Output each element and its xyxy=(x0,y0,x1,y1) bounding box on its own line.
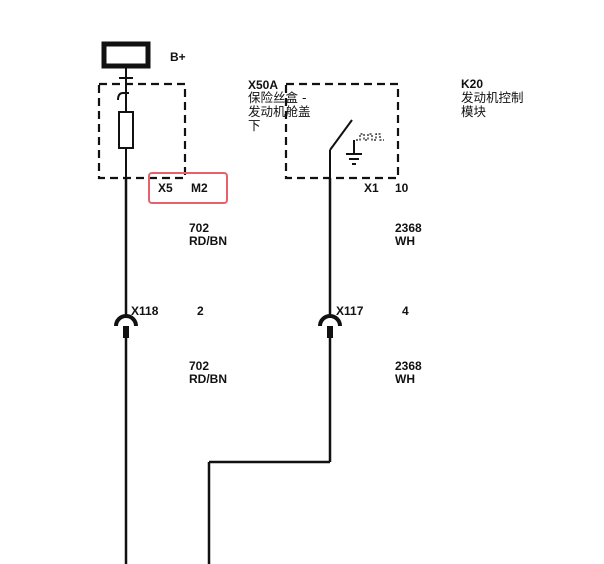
wire-right-upper-color: WH xyxy=(395,234,415,248)
wire-right-lower-label: 2368 WH xyxy=(395,360,422,386)
wire-left-lower-circuit: 702 xyxy=(189,359,210,373)
fuse-box-pin: M2 xyxy=(191,181,208,195)
fuse-box-outline xyxy=(97,82,187,180)
fuse-box-connector: X5 xyxy=(158,181,173,195)
wire-right-lower-color: WH xyxy=(395,372,415,386)
x50a-pin: 10 xyxy=(395,181,409,195)
x50a-module-outline xyxy=(284,82,400,180)
relay-switch-icon xyxy=(329,119,384,178)
battery-label: B+ xyxy=(170,50,186,64)
wire-left-lower-color: RD/BN xyxy=(189,372,227,386)
highlight-box xyxy=(148,172,228,204)
x50a-module-name-line-3: 下 xyxy=(248,118,261,133)
wire-left-upper-color: RD/BN xyxy=(189,234,227,248)
wire-right-upper-circuit: 2368 xyxy=(395,221,422,235)
wire-right-lower-circuit: 2368 xyxy=(395,359,422,373)
k20-module-id: K20 xyxy=(461,77,484,91)
wire-right xyxy=(207,178,332,564)
wire-left-upper-circuit: 702 xyxy=(189,221,210,235)
x118-connector-pin: 2 xyxy=(197,304,204,318)
wire-right-upper-label: 2368 WH xyxy=(395,222,422,248)
ground-icon xyxy=(346,140,362,165)
x50a-module-name-line-1: 保险丝盒 - xyxy=(248,90,307,105)
fuse-icon xyxy=(117,78,134,178)
x117-connector-pin: 4 xyxy=(402,304,409,318)
x50a-module-name-line-2: 发动机舱盖 xyxy=(248,104,311,119)
wire-left-lower-label: 702 RD/BN xyxy=(189,360,227,386)
x50a-connector: X1 xyxy=(364,181,379,195)
x118-connector-id: X118 xyxy=(131,304,159,318)
x117-connector-id: X117 xyxy=(336,304,364,318)
k20-module-name-line-2: 模块 xyxy=(461,104,487,119)
x50a-module-id: X50A xyxy=(248,78,279,92)
k20-module-name-line-1: 发动机控制 xyxy=(461,90,524,105)
inline-connector-x118-icon xyxy=(114,314,138,338)
inline-connector-x117-icon xyxy=(318,314,342,338)
wire-left-upper-label: 702 RD/BN xyxy=(189,222,227,248)
battery-symbol-icon xyxy=(101,41,151,79)
